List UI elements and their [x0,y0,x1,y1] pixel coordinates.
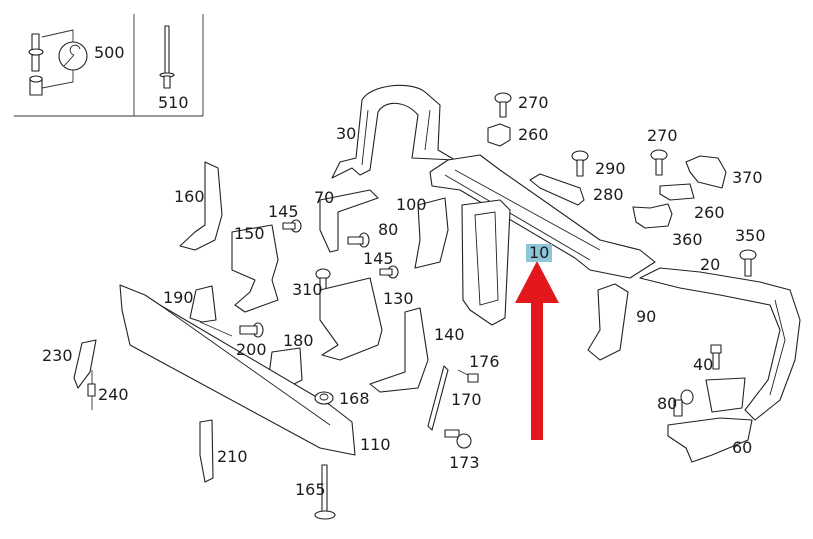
label-290: 290 [595,159,626,178]
label-20: 20 [700,255,721,274]
bracket-140-icon [369,307,429,393]
bracket-100-icon [414,197,449,269]
part-10-front-frame [429,154,656,326]
label-500: 500 [94,43,125,62]
label-173: 173 [449,453,480,472]
bracket-210-icon [199,419,214,483]
bracket-130-icon [319,277,383,361]
label-145a: 145 [268,202,299,221]
label-350: 350 [735,226,766,245]
label-90: 90 [636,307,657,326]
label-240: 240 [98,385,129,404]
highlight-arrow [515,261,559,440]
bolt-270b-icon [650,149,668,176]
clip-260a-icon [487,123,511,147]
label-110: 110 [360,435,391,454]
bracket-160-icon [179,161,223,251]
label-370: 370 [732,168,763,187]
label-168: 168 [339,389,370,408]
bolt-80b-icon [673,389,694,417]
bolt-145b-icon [379,265,399,279]
label-30: 30 [336,124,357,143]
bolt-290-icon [571,150,589,177]
bracket-90-icon [587,283,629,361]
pin-240-icon [87,383,96,397]
label-280: 280 [593,185,624,204]
label-80b: 80 [657,394,678,413]
bolt-145a-icon [282,219,302,233]
label-176: 176 [469,352,500,371]
bolt-set-icon [28,29,74,96]
label-230: 230 [42,346,73,365]
label-150: 150 [234,224,265,243]
label-140: 140 [434,325,465,344]
label-80a: 80 [378,220,399,239]
rivet-icon [159,25,175,89]
label-190: 190 [163,288,194,307]
label-180: 180 [283,331,314,350]
label-70: 70 [314,188,335,207]
bracket-70-icon [319,189,379,253]
label-160: 160 [174,187,205,206]
bolt-40-icon [710,344,722,370]
bolt-200-icon [239,322,264,338]
label-10-highlighted: 10 [526,244,553,262]
part-30-upper-bracket [331,84,456,179]
seal-170-icon [427,365,449,431]
bolt-270a-icon [494,92,512,118]
label-130: 130 [383,289,414,308]
bracket-370-icon [685,155,727,189]
label-260a: 260 [518,125,549,144]
bracket-230-icon [73,339,97,410]
bolt-350-icon [739,249,757,277]
bolt-80a-icon [347,232,370,248]
label-210: 210 [217,447,248,466]
label-60: 60 [732,438,753,457]
clip-260b-icon [659,183,695,201]
bolt-310-icon [315,268,331,294]
inset-box [14,14,204,117]
label-145b: 145 [363,249,394,268]
clip-176-icon [457,369,479,383]
label-200: 200 [236,340,267,359]
bolt-165-icon [314,464,336,520]
bracket-360-icon [632,203,673,229]
part-20-side-member [639,267,801,421]
label-360: 360 [672,230,703,249]
bracket-60-icon [667,377,753,463]
nut-168-icon [314,391,334,405]
label-310: 310 [292,280,323,299]
bracket-190-icon [189,285,233,337]
label-270a: 270 [518,93,549,112]
bracket-150-icon [231,224,279,313]
label-170: 170 [451,390,482,409]
bolt-173-icon [444,429,472,449]
part-110-bumper-beam [119,284,356,456]
wrench-icon [58,41,88,71]
label-165: 165 [295,480,326,499]
label-40: 40 [693,355,714,374]
label-510: 510 [158,93,189,112]
label-260b: 260 [694,203,725,222]
label-270b: 270 [647,126,678,145]
label-100: 100 [396,195,427,214]
part-280-strut [529,173,585,206]
